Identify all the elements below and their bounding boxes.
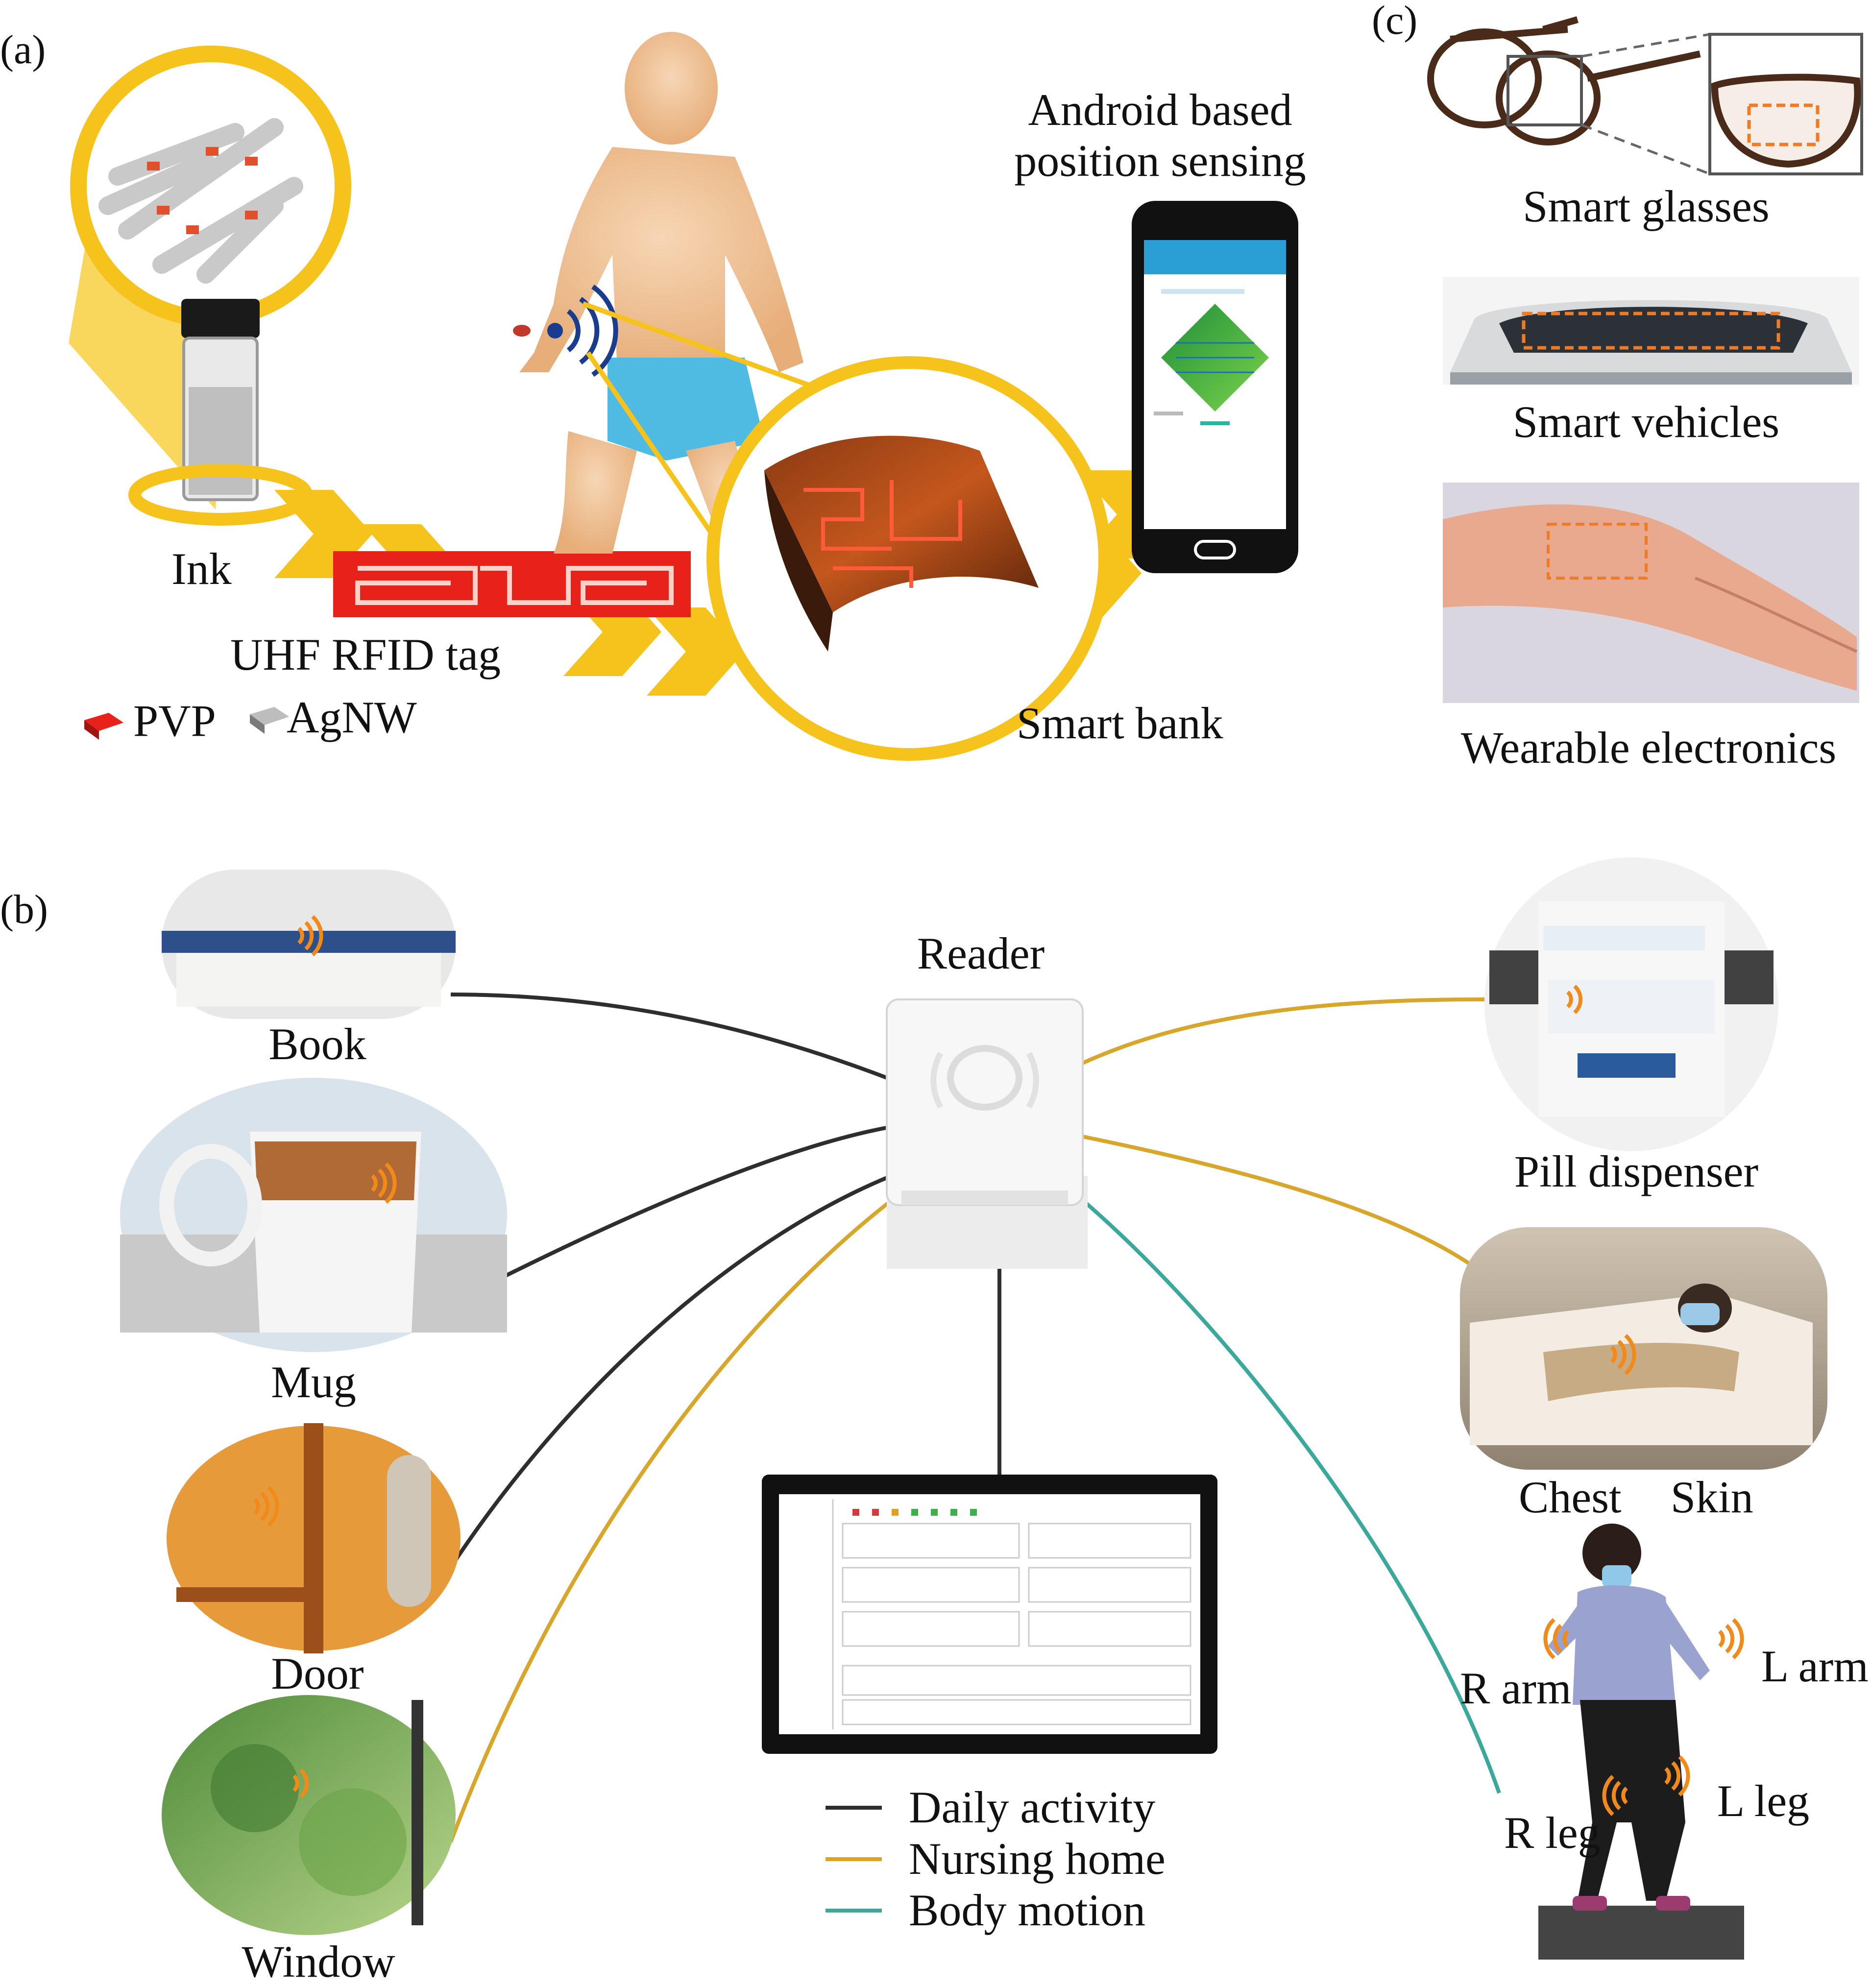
smart-vehicle-image: [1443, 277, 1859, 385]
book-label: Book: [268, 1019, 366, 1069]
window-image: [162, 1695, 456, 1935]
door-image: [167, 1423, 461, 1653]
door-label: Door: [271, 1649, 364, 1698]
pvp-legend-label: PVP: [133, 696, 216, 746]
connection-lines: [439, 993, 1501, 1843]
android-label-line1: Android based: [1028, 85, 1292, 135]
rfid-tag: [333, 551, 691, 617]
rfid-reader-icon: [886, 998, 1088, 1269]
panel-a-artwork: [69, 32, 1298, 761]
connection-legend-lines: [826, 1806, 882, 1913]
hospital-bed-image: [1460, 1227, 1827, 1470]
smart-bank-label: Smart bank: [1017, 698, 1223, 748]
legend-body-motion: Body motion: [909, 1885, 1146, 1935]
mug-image: [120, 1078, 507, 1352]
agnw-legend-label: AgNW: [287, 692, 417, 742]
panel-a-label: (a): [0, 27, 46, 73]
legend-daily-activity: Daily activity: [909, 1782, 1156, 1832]
walking-person-image: [1538, 1524, 1744, 1960]
rfid-tag-label: UHF RFID tag: [230, 630, 501, 679]
mug-label: Mug: [271, 1357, 356, 1407]
ink-label: Ink: [171, 544, 232, 594]
l-leg-label: L leg: [1717, 1776, 1810, 1826]
window-label: Window: [242, 1937, 395, 1987]
smart-vehicles-label: Smart vehicles: [1512, 397, 1780, 447]
wearable-electronics-image: [1443, 483, 1859, 703]
panel-c-label: (c): [1372, 0, 1418, 43]
android-label-line2: position sensing: [1014, 136, 1306, 186]
smartphone-icon: [1132, 201, 1298, 573]
material-legend-swatches: [84, 707, 289, 740]
l-arm-label: L arm: [1761, 1641, 1869, 1691]
smart-glasses-image: [1427, 16, 1701, 145]
pill-dispenser-image: [1484, 857, 1778, 1151]
panel-c-artwork: [1427, 16, 1863, 703]
pill-dispenser-label: Pill dispenser: [1514, 1146, 1759, 1196]
r-leg-label: R leg: [1504, 1808, 1601, 1858]
panel-b-label: (b): [0, 887, 48, 932]
skin-label: Skin: [1671, 1472, 1753, 1522]
wearable-electronics-label: Wearable electronics: [1460, 723, 1837, 773]
legend-nursing-home: Nursing home: [909, 1834, 1166, 1884]
r-arm-label: R arm: [1460, 1663, 1572, 1713]
smart-band-magnifier: [706, 356, 1111, 761]
reader-label: Reader: [917, 928, 1045, 978]
panel-b-artwork: [120, 857, 1827, 1960]
wifi-signal-icon: [253, 915, 1744, 1816]
monitor-icon: [762, 1475, 1217, 1754]
ink-magnifier: [69, 46, 351, 526]
chest-label: Chest: [1519, 1472, 1622, 1522]
smart-glasses-label: Smart glasses: [1523, 181, 1770, 231]
